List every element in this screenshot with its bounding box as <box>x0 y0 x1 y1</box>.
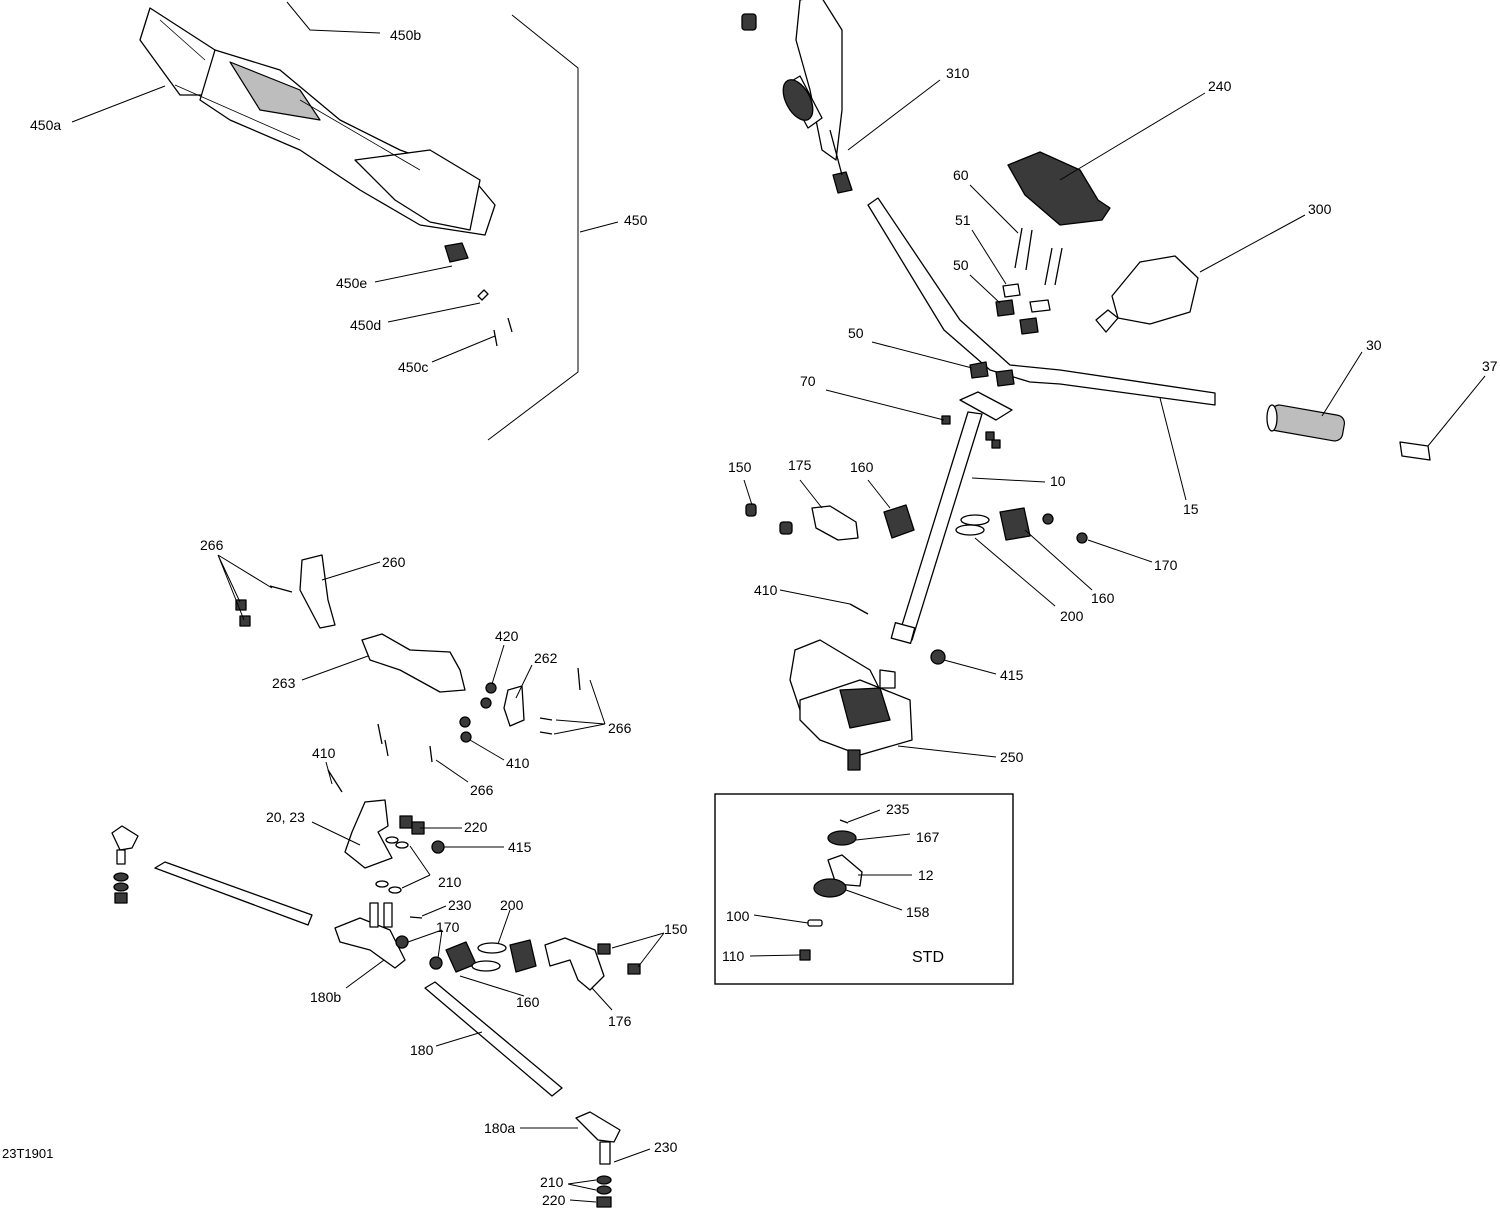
callout-450: 450 <box>624 212 648 228</box>
tie-rod-assembly <box>111 554 641 1208</box>
drawing-number: 23T1901 <box>2 1146 53 1161</box>
callout-450a: 450a <box>30 117 61 133</box>
callout-220-lower: 220 <box>542 1192 566 1208</box>
callout-150-lower: 150 <box>664 921 688 937</box>
callout-450e: 450e <box>336 275 367 291</box>
callout-240: 240 <box>1208 78 1232 94</box>
callout-158: 158 <box>906 904 930 920</box>
callout-220-upper: 220 <box>464 819 488 835</box>
callout-50-top: 50 <box>953 257 969 273</box>
callout-20-23: 20, 23 <box>266 809 305 825</box>
callout-50-lower: 50 <box>848 325 864 341</box>
callout-37: 37 <box>1482 358 1498 374</box>
callout-150-upper: 150 <box>728 459 752 475</box>
std-label: STD <box>912 949 944 966</box>
callout-420: 420 <box>495 628 519 644</box>
callout-160-left: 160 <box>850 459 874 475</box>
callout-263: 263 <box>272 675 296 691</box>
callout-167: 167 <box>916 829 940 845</box>
callout-266-top: 266 <box>200 537 224 553</box>
callout-415-upper: 415 <box>1000 667 1024 683</box>
callout-110: 110 <box>722 948 745 964</box>
callout-266-right: 266 <box>608 720 632 736</box>
callout-230-lower: 230 <box>654 1139 678 1155</box>
hand-guard-assembly <box>139 7 513 347</box>
callout-labels: 450b 450a 450 450e 450d 450c 310 240 60 … <box>2 27 1498 1208</box>
callout-200-upper: 200 <box>1060 608 1084 624</box>
callout-260: 260 <box>382 554 406 570</box>
callout-175: 175 <box>788 457 812 473</box>
callout-450d: 450d <box>350 317 381 333</box>
callout-70: 70 <box>800 373 816 389</box>
callout-176: 176 <box>608 1013 632 1029</box>
callout-450b: 450b <box>390 27 421 43</box>
callout-60: 60 <box>953 167 969 183</box>
callout-100: 100 <box>726 908 750 924</box>
callout-250: 250 <box>1000 749 1024 765</box>
callout-160-lower: 160 <box>516 994 540 1010</box>
callout-210-upper: 210 <box>438 874 462 890</box>
callout-262: 262 <box>534 650 558 666</box>
callout-15: 15 <box>1183 501 1199 517</box>
callout-51: 51 <box>955 212 971 228</box>
callout-200-lower: 200 <box>500 897 524 913</box>
callout-12: 12 <box>918 867 934 883</box>
callout-310: 310 <box>946 65 970 81</box>
callout-410-left: 410 <box>312 745 336 761</box>
callout-10: 10 <box>1050 473 1066 489</box>
callout-450c: 450c <box>398 359 428 375</box>
callout-415-lower: 415 <box>508 839 532 855</box>
callout-180: 180 <box>410 1042 434 1058</box>
callout-300: 300 <box>1308 201 1332 217</box>
callout-30: 30 <box>1366 337 1382 353</box>
callout-170-lower: 170 <box>436 919 460 935</box>
callout-235: 235 <box>886 801 910 817</box>
callout-266-lower: 266 <box>470 782 494 798</box>
callout-170-upper: 170 <box>1154 557 1178 573</box>
callout-410-middle: 410 <box>506 755 530 771</box>
callout-180a: 180a <box>484 1120 515 1136</box>
handlebar-assembly <box>741 0 1431 771</box>
callout-180b: 180b <box>310 989 341 1005</box>
leader-lines <box>71 1 1486 1203</box>
callout-410-upper: 410 <box>754 582 778 598</box>
callout-230-upper: 230 <box>448 897 472 913</box>
callout-210-lower: 210 <box>540 1174 564 1190</box>
callout-160-right: 160 <box>1091 590 1115 606</box>
